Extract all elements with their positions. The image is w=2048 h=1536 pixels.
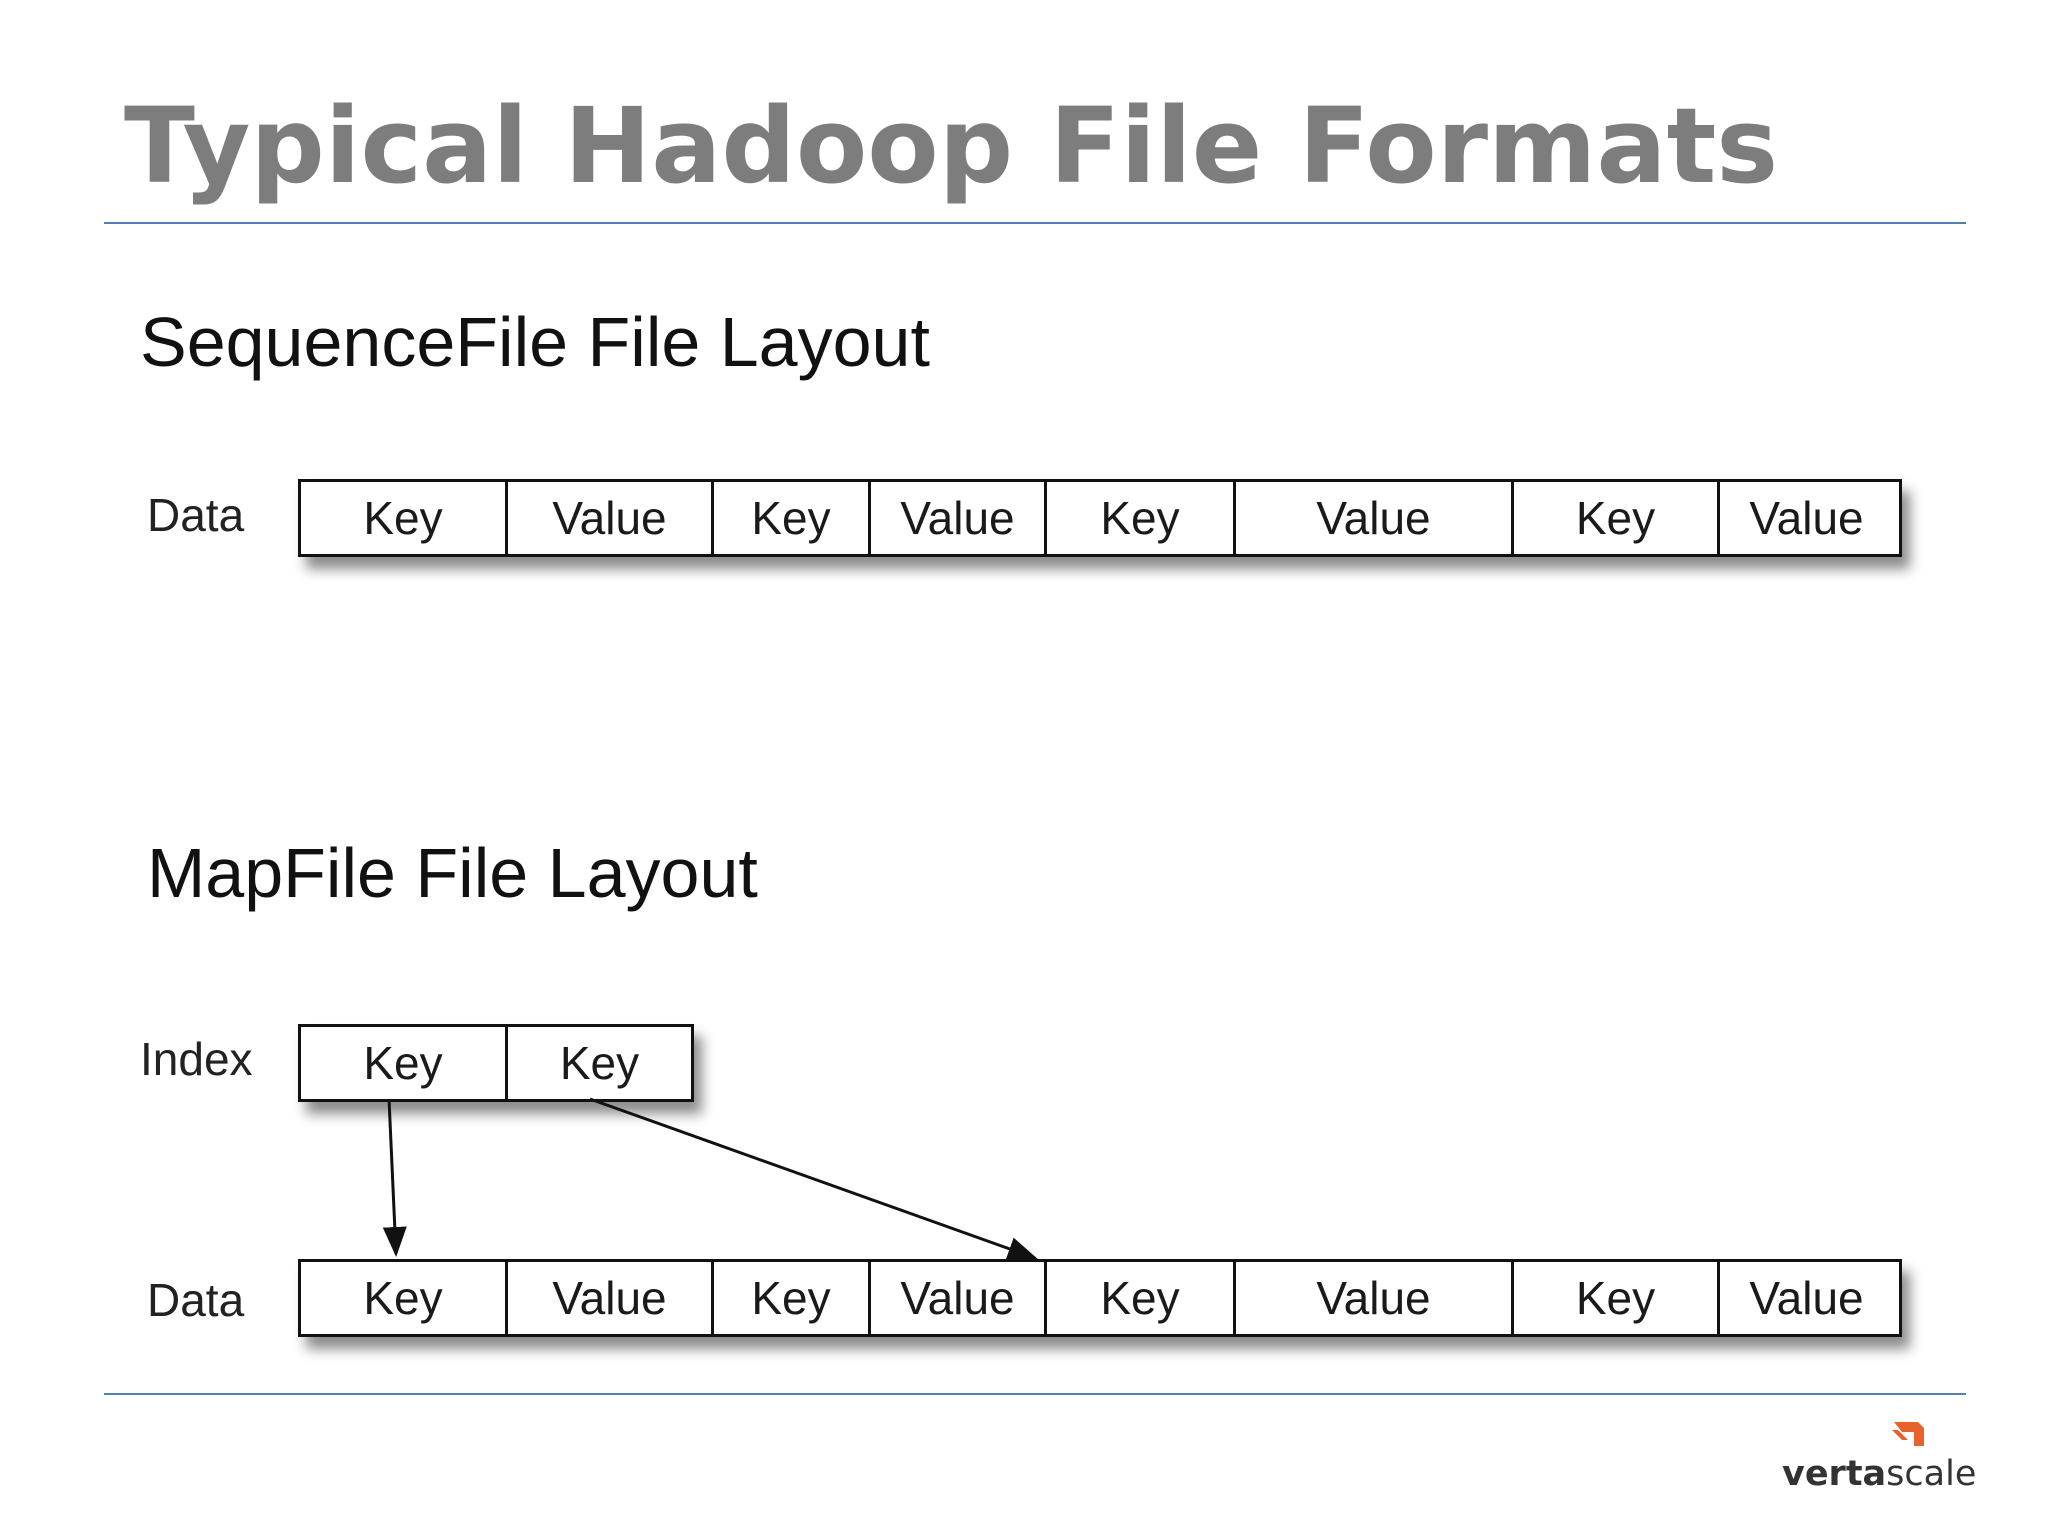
vertascale-logo-icon	[1892, 1422, 1924, 1446]
mapfile-key-cell: Key	[363, 1272, 443, 1324]
sequencefile-key-cell: Key	[1044, 482, 1233, 554]
sequencefile-title: SequenceFile File Layout	[140, 303, 930, 381]
mapfile-title: MapFile File Layout	[147, 834, 758, 912]
mapfile-value-cell: Value	[1717, 1262, 1893, 1334]
mapfile-index-label: Index	[140, 1033, 253, 1085]
mapfile-key-cell: Key	[711, 1262, 868, 1334]
mapfile-data-row: Key Value Key Value Key Value Key Value	[298, 1259, 1902, 1337]
sequencefile-value-cell: Value	[868, 482, 1044, 554]
sequencefile-data-label: Data	[147, 489, 245, 541]
mapfile-key-cell: Key	[1044, 1262, 1233, 1334]
vertascale-logo-text: vertascale	[1782, 1454, 1977, 1494]
sequencefile-data-row: Key Value Key Value Key Value Key Value	[298, 479, 1902, 557]
index-key-2-arrow	[589, 1097, 1038, 1261]
index-key-1-arrow	[382, 1098, 407, 1257]
mapfile-index-key-cell: Key	[505, 1027, 691, 1099]
mapfile-value-cell: Value	[868, 1262, 1044, 1334]
footer-divider	[104, 1393, 1966, 1395]
vertascale-logo: vertascale	[1782, 1418, 1976, 1498]
mapfile-value-cell: Value	[505, 1262, 711, 1334]
sequencefile-key-cell: Key	[1511, 482, 1717, 554]
mapfile-data-label: Data	[147, 1274, 245, 1326]
mapfile-index-key-cell: Key	[363, 1037, 443, 1089]
sequencefile-value-cell: Value	[1717, 482, 1893, 554]
sequencefile-key-cell: Key	[711, 482, 868, 554]
mapfile-key-cell: Key	[1511, 1262, 1717, 1334]
sequencefile-key-cell: Key	[363, 492, 443, 544]
mapfile-index-row: Key Key	[298, 1024, 694, 1102]
slide-title: Typical Hadoop File Formats	[124, 85, 1779, 207]
sequencefile-value-cell: Value	[1233, 482, 1511, 554]
title-divider	[104, 222, 1966, 224]
sequencefile-value-cell: Value	[505, 482, 711, 554]
mapfile-value-cell: Value	[1233, 1262, 1511, 1334]
